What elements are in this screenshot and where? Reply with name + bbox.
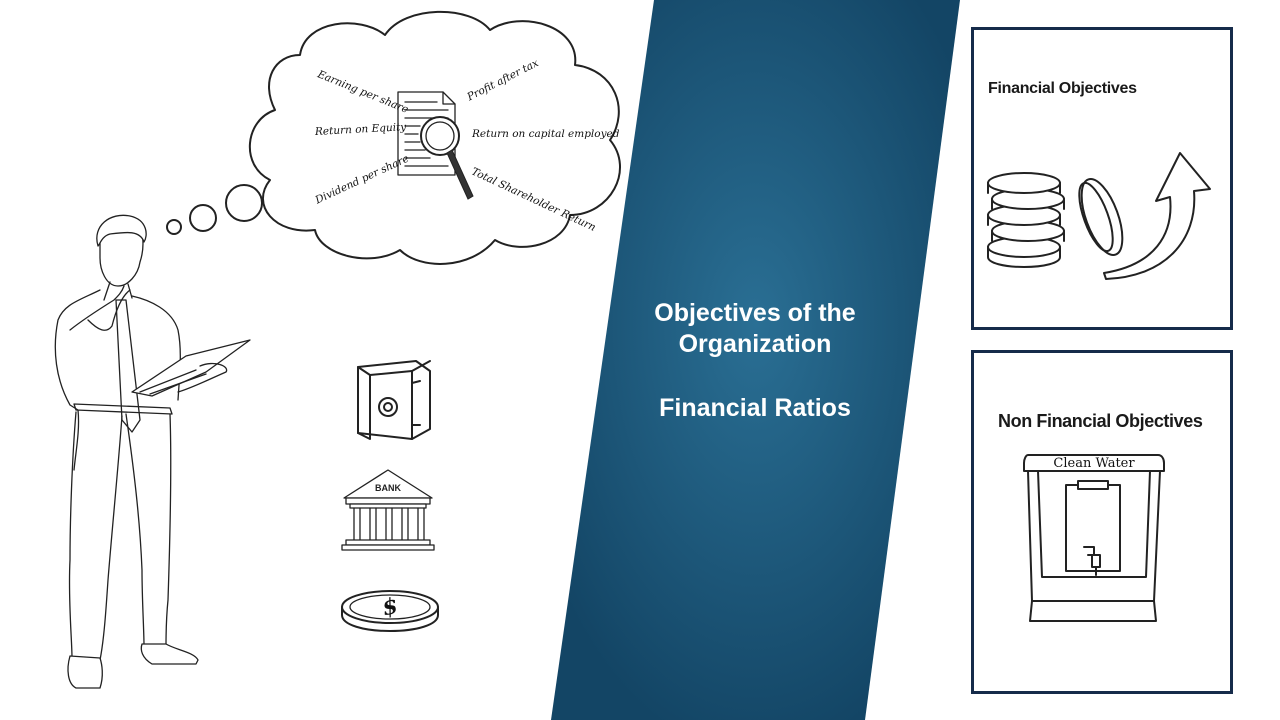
svg-text:$: $ [380,593,400,622]
clean-water-label: Clean Water [1053,456,1135,471]
bank-icon: BANK [341,469,435,551]
nonfinancial-objectives-card: Non Financial Objectives Clean Water [971,350,1233,694]
financial-objectives-title: Financial Objectives [988,80,1137,97]
ratio-roce: Return on capital employed [472,128,620,140]
safe-icon [357,360,431,440]
coins-arrow-icon [987,152,1211,280]
bank-label: BANK [375,483,401,493]
banner-subtitle: Financial Ratios [659,394,851,422]
nonfinancial-objectives-title: Non Financial Objectives [998,411,1203,431]
businessman-figure [54,214,251,689]
financial-objectives-card: Financial Objectives [971,27,1233,330]
thought-bubble [166,10,621,265]
dollar-coin-icon: $ [341,590,439,632]
document-magnifier-icon [397,91,474,200]
banner-title: Objectives of the Organization [654,299,856,358]
water-dispenser-icon: Clean Water [1023,454,1165,622]
